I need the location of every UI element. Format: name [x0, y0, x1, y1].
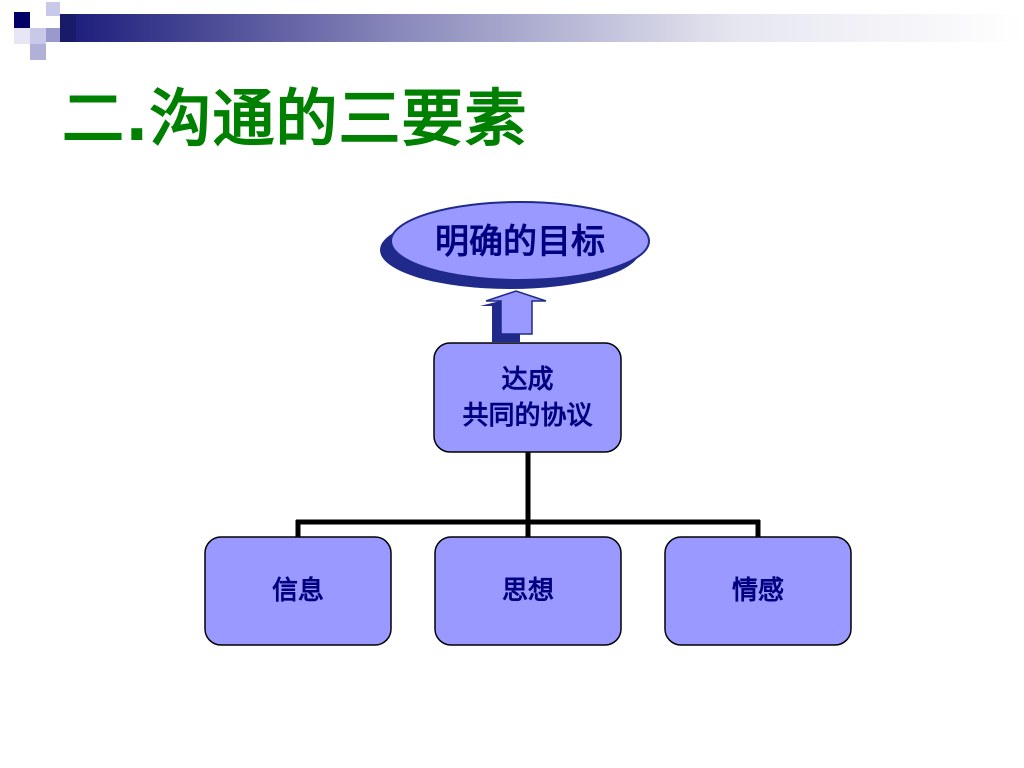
center-label-line1: 达成 [501, 365, 554, 395]
element-label-info: 信息 [271, 576, 324, 606]
page-title: 二.沟通的三要素 [62, 82, 528, 155]
goal-label: 明确的目标 [435, 222, 605, 262]
checker-square [14, 28, 30, 44]
checker-square [30, 28, 46, 44]
element-box-emotion [664, 536, 852, 646]
checker-square [46, 2, 60, 16]
element-label-emotion: 情感 [731, 576, 784, 606]
element-label-thought: 思想 [501, 576, 554, 606]
element-box-info [204, 536, 392, 646]
checker-square [30, 44, 46, 60]
center-label: 达成 共同的协议 [434, 362, 621, 434]
center-box [433, 342, 622, 453]
center-label-line2: 共同的协议 [462, 401, 593, 431]
checker-square [46, 28, 60, 42]
goal-ellipse [390, 201, 650, 281]
up-arrow-icon [485, 290, 547, 335]
element-box-thought [434, 536, 622, 646]
header-decoration [0, 0, 1024, 62]
checker-square [14, 12, 30, 28]
header-gradient-band [14, 2, 1024, 60]
